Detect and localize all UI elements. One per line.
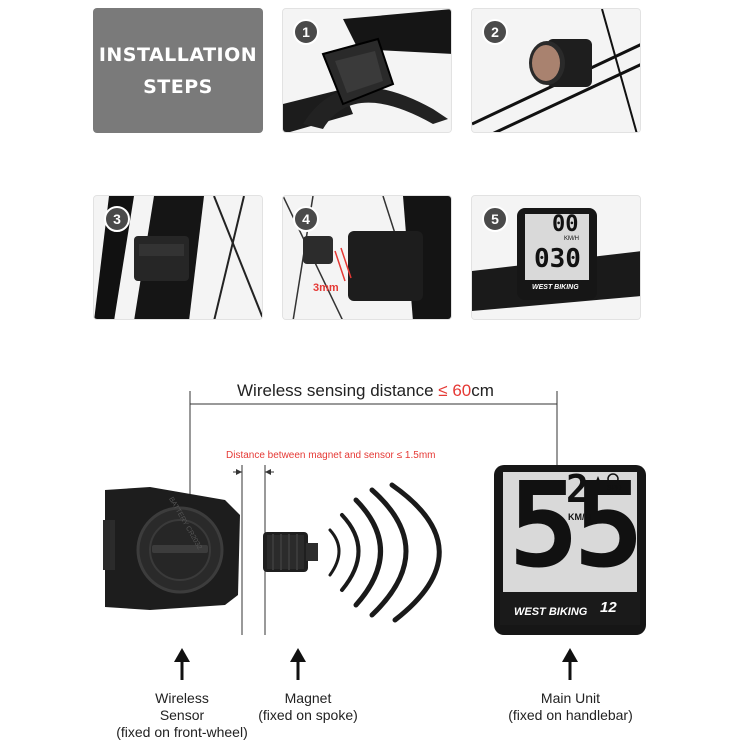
wireless-sensor-label: Wireless Sensor (fixed on front-wheel) [116,690,248,740]
header-line-2: STEPS [143,75,213,98]
main-unit-model: 12 [600,599,617,616]
installation-steps-header: INSTALLATION STEPS [93,8,263,133]
step-5-lcd-top: 00 [552,212,579,237]
main-unit-brand: WEST BIKING [514,606,588,618]
step-4-gap-note: 3mm [313,282,339,294]
step-1-photo: 1 [282,8,452,133]
step-number-badge: 1 [293,19,319,45]
main-unit-label: Main Unit (fixed on handlebar) [508,690,633,723]
step-number-badge: 4 [293,206,319,232]
main-unit-lcd-small-digit: 2 [566,467,589,511]
sensor-arrow [174,648,190,680]
step-5-lcd-unit: KM/H [564,236,579,242]
step-number-badge: 5 [482,206,508,232]
main-unit-lcd-unit: KM/H [568,512,591,522]
magnet-label: Magnet (fixed on spoke) [258,690,358,723]
signal-waves [328,482,442,623]
wireless-sensor-illustration [103,487,240,610]
step-number-badge: 3 [104,206,130,232]
wireless-distance-label: Wireless sensing distance ≤ 60cm [237,381,494,400]
magnet-illustration [263,532,318,572]
step-3-photo: 3 [93,195,263,320]
step-5-lcd-bottom: 030 [534,244,581,274]
handlebar-mount-illustration [283,9,451,132]
header-line-1: INSTALLATION [98,43,258,66]
main-unit-lcd-speed: 55 [508,456,644,594]
main-unit-illustration [494,465,646,635]
step-5-photo: 5 00 KM/H 030 WEST BIKING [471,195,641,320]
step-5-brand: WEST BIKING [532,284,579,291]
main-unit-arrow [562,648,578,680]
step-4-photo: 4 3mm [282,195,452,320]
magnet-arrow [290,648,306,680]
main-unit-spd: SPD [607,485,622,492]
mounted-computer-illustration [472,196,640,319]
step-number-badge: 2 [482,19,508,45]
step-2-photo: 2 [471,8,641,133]
magnet-sensor-gap-label: Distance between magnet and sensor ≤ 1.5… [226,450,436,461]
